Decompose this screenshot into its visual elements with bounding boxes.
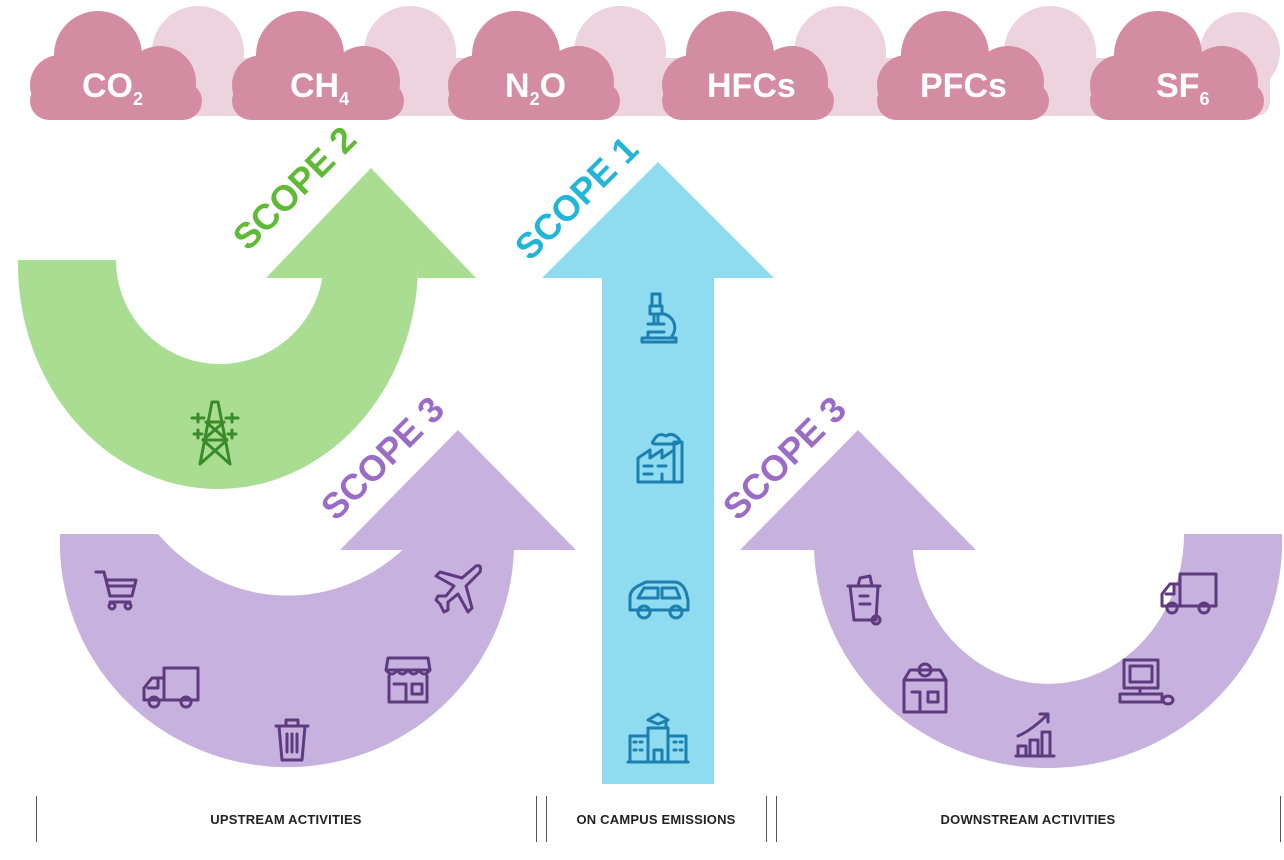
downstream-section: DOWNSTREAM ACTIVITIES: [776, 796, 1280, 842]
campus-building-icon: [626, 712, 690, 764]
divider: [536, 796, 537, 842]
gas-label-n2o: N2O: [505, 67, 566, 109]
cloud-co2: [30, 11, 202, 120]
scope2-arrow: [17, 168, 476, 490]
gas-label-co2: CO2: [82, 67, 143, 109]
storefront-icon: [384, 656, 432, 704]
microscope-icon: [640, 292, 678, 344]
divider: [36, 796, 37, 842]
shop-icon: [902, 662, 948, 714]
airplane-icon: [434, 564, 482, 614]
scope3-downstream-arrow: [740, 430, 1283, 769]
growth-chart-icon: [1014, 712, 1056, 758]
downstream-activities-label: DOWNSTREAM ACTIVITIES: [940, 811, 1116, 827]
computer-icon: [1118, 658, 1175, 706]
gas-label-hfcs: HFCs: [707, 67, 796, 105]
scope3-upstream-arrow: [59, 430, 576, 768]
scope1-arrow: [542, 162, 774, 784]
divider: [766, 796, 767, 842]
upstream-activities-label: UPSTREAM ACTIVITIES: [210, 811, 362, 827]
cloud-ch4: [232, 11, 404, 120]
car-icon: [628, 580, 690, 620]
section-labels: UPSTREAM ACTIVITIES ON CAMPUS EMISSIONS …: [0, 796, 1284, 846]
upstream-section: UPSTREAM ACTIVITIES: [36, 796, 536, 842]
divider: [776, 796, 777, 842]
cloud-pfcs: [877, 11, 1049, 120]
power-pylon-icon: [190, 400, 240, 466]
cloud-n2o: [448, 11, 620, 120]
on-campus-emissions-label: ON CAMPUS EMISSIONS: [576, 811, 736, 827]
delivery-truck-icon: [142, 666, 200, 709]
recycling-bin-icon: [846, 574, 882, 626]
gas-label-sf6: SF6: [1156, 67, 1209, 109]
divider: [1280, 796, 1281, 842]
gas-label-pfcs: PFCs: [920, 67, 1007, 105]
gas-label-ch4: CH4: [290, 67, 349, 109]
factory-icon: [636, 432, 684, 484]
cloud-sf6: [1090, 11, 1264, 120]
divider: [546, 796, 547, 842]
cloud-hfcs: [662, 11, 834, 120]
shopping-cart-icon: [94, 570, 138, 611]
gas-clouds: [30, 11, 1264, 120]
delivery-truck-icon: [1160, 572, 1218, 615]
trash-can-icon: [274, 718, 310, 762]
campus-section: ON CAMPUS EMISSIONS: [546, 796, 766, 842]
